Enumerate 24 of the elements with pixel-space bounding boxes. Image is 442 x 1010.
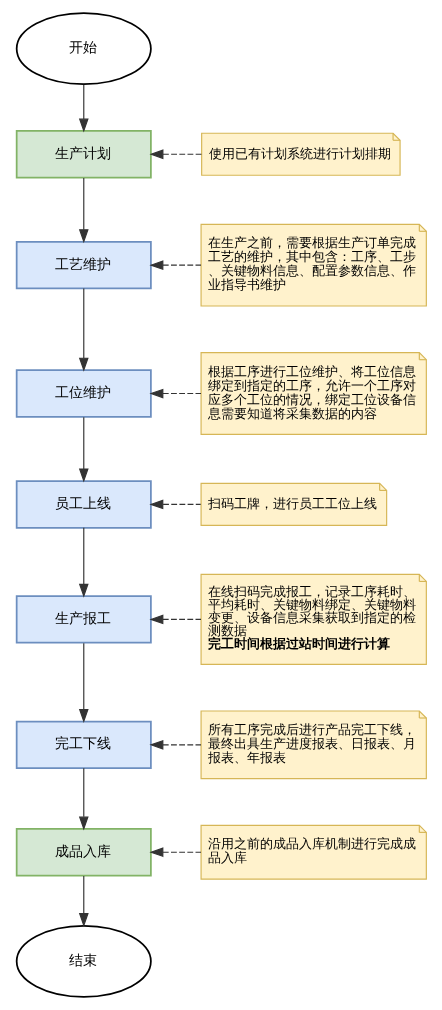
arrow — [148, 388, 202, 399]
arrow — [78, 288, 89, 372]
node-ellipse: 结束 — [15, 924, 152, 998]
arrow — [148, 739, 202, 750]
arrow — [78, 527, 89, 598]
arrow — [148, 260, 202, 271]
arrow — [78, 875, 89, 928]
arrow — [148, 499, 201, 510]
arrow — [78, 84, 89, 133]
arrow — [148, 847, 202, 858]
arrow — [148, 614, 202, 625]
node-box: 完工下线 — [15, 720, 152, 770]
arrow — [78, 177, 89, 244]
arrow — [78, 416, 89, 483]
node-box: 员工上线 — [15, 480, 152, 529]
node-box: 成品入库 — [15, 828, 152, 877]
arrow — [78, 642, 89, 723]
node-box: 工位维护 — [15, 369, 152, 418]
node-box: 工艺维护 — [15, 240, 152, 290]
arrow — [78, 767, 89, 831]
node-box: 生产报工 — [15, 595, 152, 644]
node-box: 生产计划 — [15, 130, 152, 179]
node-ellipse: 开始 — [15, 12, 152, 86]
arrow — [148, 149, 202, 160]
